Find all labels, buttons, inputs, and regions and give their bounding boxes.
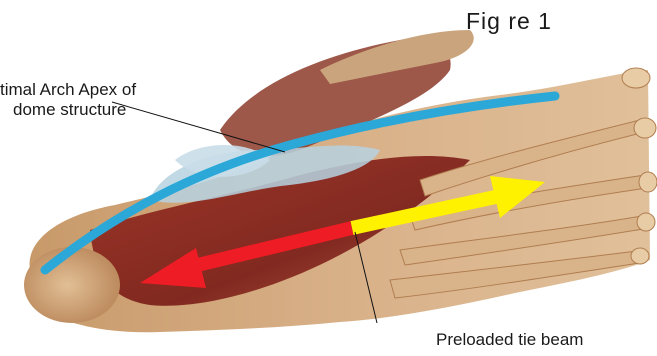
figure-title: Fig re 1 — [466, 8, 552, 35]
arch-apex-label-line1: timal Arch Apex of — [0, 80, 136, 100]
arch-apex-label: timal Arch Apex of dome structure — [0, 80, 136, 120]
arch-apex-label-line2: dome structure — [0, 100, 136, 120]
heel-pad — [24, 247, 120, 323]
tie-beam-label: Preloaded tie beam — [436, 330, 583, 350]
